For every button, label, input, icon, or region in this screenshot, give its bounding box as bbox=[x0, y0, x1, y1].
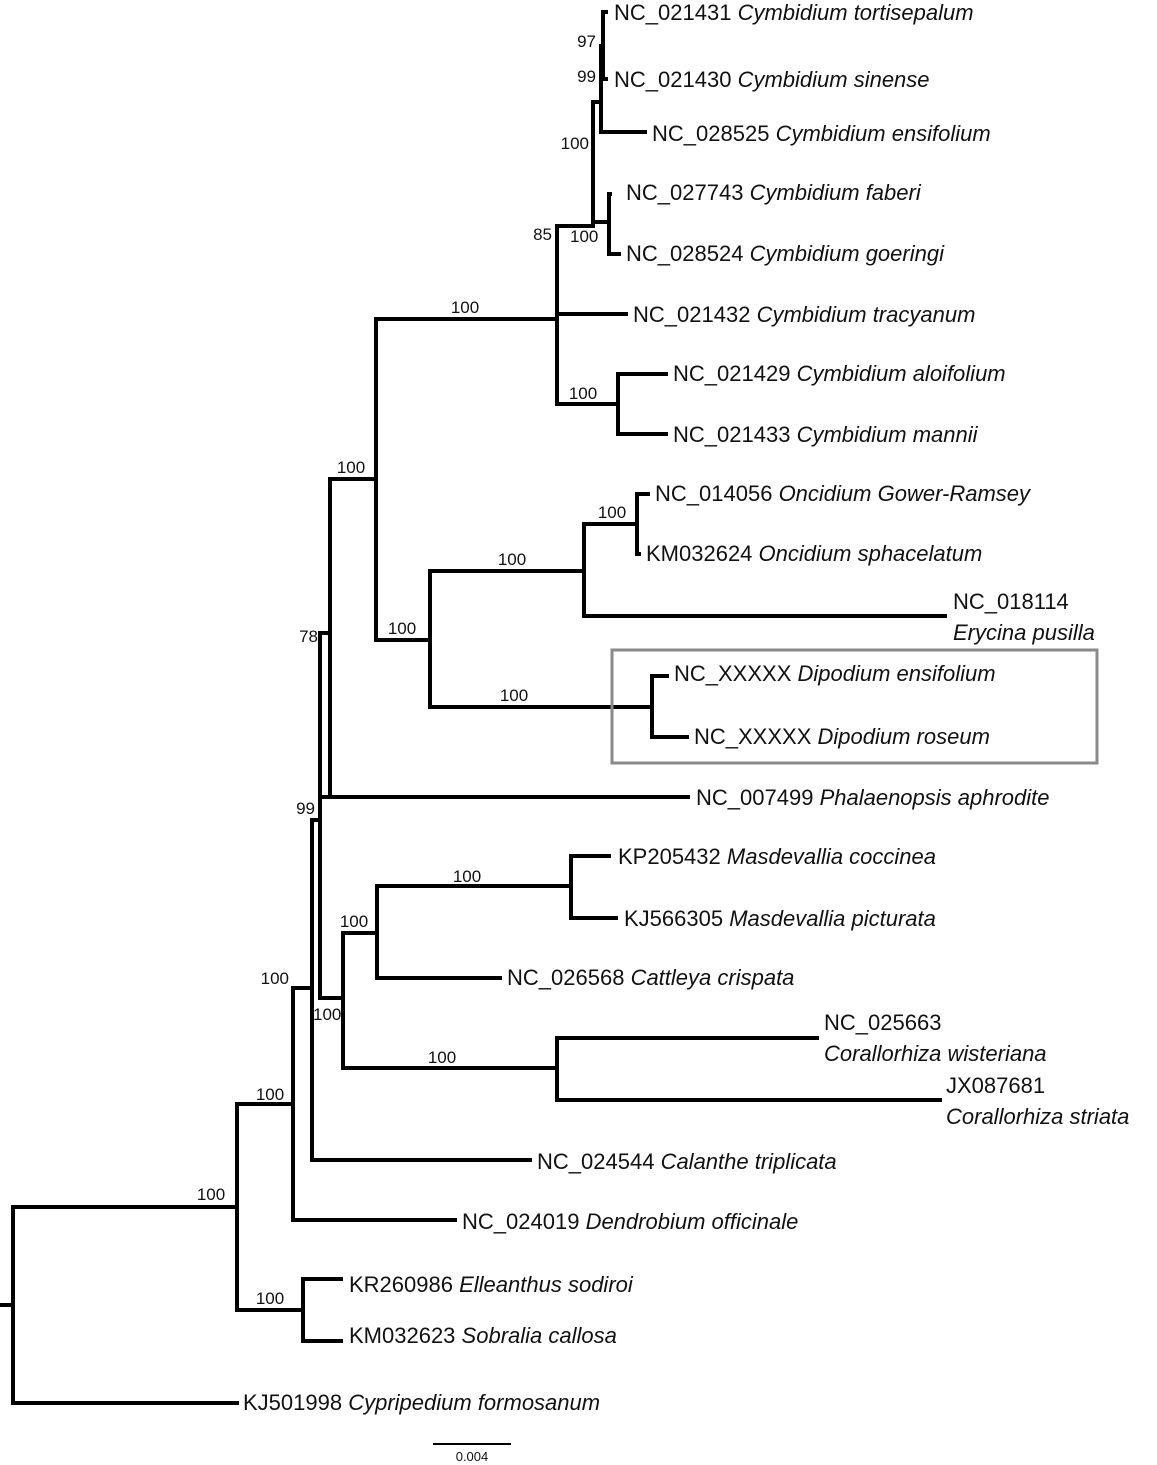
tree-branches bbox=[0, 10, 947, 1405]
support-n-oncdip: 100 bbox=[388, 619, 416, 638]
tip-label-t12: NC_XXXXX Dipodium ensifolium bbox=[674, 661, 996, 686]
tip-label-t19-acc: JX087681 bbox=[946, 1073, 1045, 1098]
tip-label-t3: NC_028525 Cymbidium ensifolium bbox=[652, 121, 991, 146]
tip-label-t13: NC_XXXXX Dipodium roseum bbox=[694, 724, 990, 749]
tip-label-t23: KM032623 Sobralia callosa bbox=[349, 1323, 617, 1348]
support-n-masd: 100 bbox=[453, 867, 481, 886]
tip-label-t4: NC_027743 Cymbidium faberi bbox=[626, 180, 922, 205]
tip-label-t2: NC_021430 Cymbidium sinense bbox=[614, 67, 930, 92]
support-n-t1t2: 97 bbox=[577, 32, 596, 51]
support-n-epical: 100 bbox=[261, 969, 289, 988]
support-n-t9t10: 100 bbox=[598, 503, 626, 522]
support-n-epidend: 99 bbox=[296, 799, 315, 818]
tip-label-t11-sp: Erycina pusilla bbox=[953, 620, 1095, 645]
tip-labels: NC_021431 Cymbidium tortisepalum NC_0214… bbox=[243, 0, 1129, 1415]
support-n-laelcor: 100 bbox=[313, 1005, 341, 1024]
support-n-epiden: 100 bbox=[256, 1085, 284, 1104]
tip-label-t9: NC_014056 Oncidium Gower-Ramsey bbox=[655, 481, 1032, 506]
support-n-onc: 100 bbox=[498, 550, 526, 569]
support-n-cymb: 100 bbox=[451, 298, 479, 317]
tip-label-t19-sp: Corallorhiza striata bbox=[946, 1104, 1129, 1129]
tip-label-t5: NC_028524 Cymbidium goeringi bbox=[626, 241, 945, 266]
tip-label-t21: NC_024019 Dendrobium officinale bbox=[462, 1209, 798, 1234]
tip-label-t15: KP205432 Masdevallia coccinea bbox=[618, 844, 936, 869]
tip-label-t18-acc: NC_025663 bbox=[824, 1010, 941, 1035]
dipodium-highlight-box bbox=[610, 648, 1099, 765]
support-n-t1t3: 99 bbox=[577, 67, 596, 86]
support-n-epi: 78 bbox=[299, 627, 318, 646]
support-n-t1t6: 85 bbox=[533, 225, 552, 244]
support-n-sobr: 100 bbox=[256, 1289, 284, 1308]
support-n-masdcatt: 100 bbox=[340, 912, 368, 931]
tip-label-t16: KJ566305 Masdevallia picturata bbox=[624, 906, 936, 931]
support-values: 97 99 100 100 85 100 100 100 100 100 100… bbox=[197, 32, 626, 1308]
tip-label-t10: KM032624 Oncidium sphacelatum bbox=[646, 541, 982, 566]
tip-label-t1: NC_021431 Cymbidium tortisepalum bbox=[614, 0, 974, 25]
tip-label-t7: NC_021429 Cymbidium aloifolium bbox=[673, 361, 1006, 386]
support-n-corallorhiza: 100 bbox=[428, 1048, 456, 1067]
support-n-root: 100 bbox=[197, 1185, 225, 1204]
support-n-t7t8: 100 bbox=[569, 384, 597, 403]
tip-label-t18-sp: Corallorhiza wisteriana bbox=[824, 1041, 1047, 1066]
support-n-dip: 100 bbox=[500, 686, 528, 705]
scale-bar: 0.004 bbox=[433, 1443, 511, 1464]
support-n-t1t5: 100 bbox=[561, 134, 589, 153]
tip-label-t22: KR260986 Elleanthus sodiroi bbox=[349, 1272, 634, 1297]
scale-bar-label: 0.004 bbox=[456, 1449, 489, 1464]
tip-label-t17: NC_026568 Cattleya crispata bbox=[507, 965, 794, 990]
tip-label-t20: NC_024544 Calanthe triplicata bbox=[537, 1149, 837, 1174]
tip-label-t6: NC_021432 Cymbidium tracyanum bbox=[633, 302, 975, 327]
tip-label-t24: KJ501998 Cypripedium formosanum bbox=[243, 1390, 600, 1415]
tip-label-t8: NC_021433 Cymbidium mannii bbox=[673, 422, 979, 447]
support-n-t4t5: 100 bbox=[570, 227, 598, 246]
support-n-cymbonc: 100 bbox=[337, 458, 365, 477]
tip-label-t11-acc: NC_018114 bbox=[953, 589, 1069, 614]
tip-label-t14: NC_007499 Phalaenopsis aphrodite bbox=[696, 785, 1050, 810]
